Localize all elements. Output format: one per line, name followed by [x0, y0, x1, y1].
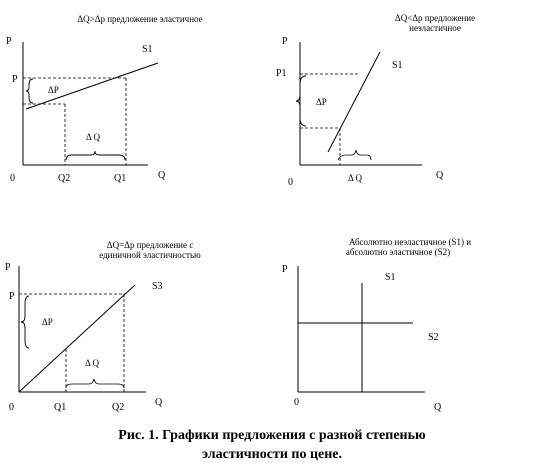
x-axis-label: Q — [158, 170, 166, 181]
panel-unit-elastic: ΔQ=Δp предложение с единичной эластичнос… — [5, 240, 201, 413]
supply-curve — [18, 284, 136, 393]
dp-label: ΔP — [42, 317, 53, 327]
dq-brace — [65, 150, 126, 161]
q2-label: Q2 — [58, 173, 70, 184]
y-axis-label: P — [6, 36, 12, 47]
price-label: P — [9, 291, 15, 302]
origin-label: 0 — [288, 177, 293, 188]
figure-caption-line1: Рис. 1. Графики предложения с разной сте… — [118, 428, 426, 443]
panel-title: ΔQ>Δp предложение эластичное — [77, 14, 202, 24]
dq-label: Δ Q — [348, 173, 363, 183]
panel-title-line2: абсолютно эластичное (S2) — [346, 247, 450, 257]
y-axis-label: P — [282, 264, 288, 275]
panel-elastic: ΔQ>Δp предложение эластичное P Q 0 S1 P … — [6, 14, 203, 184]
dq-brace — [337, 149, 372, 161]
y-axis-label: P — [282, 36, 288, 47]
panel-perfect-elasticity: Абсолютно неэластичное (S1) и абсолютно … — [282, 237, 471, 413]
s2-label: S2 — [428, 332, 439, 343]
price-label: P — [12, 74, 18, 85]
panel-inelastic: ΔQ<Δp предложение неэластичное P Q 0 S1 … — [276, 13, 475, 188]
panel-title-line1: ΔQ=Δp предложение с — [107, 240, 193, 250]
q1-label: Q1 — [54, 402, 66, 413]
dp-brace — [25, 78, 34, 104]
origin-label: 0 — [294, 397, 299, 408]
figure-caption-line2: эластичности по цене. — [201, 447, 343, 462]
price-label: P1 — [276, 68, 287, 79]
s1-label: S1 — [385, 272, 396, 283]
panel-title-line1: ΔQ<Δp предложение — [395, 13, 475, 23]
panel-title-line1: Абсолютно неэластичное (S1) и — [349, 237, 471, 247]
q1-label: Q1 — [114, 173, 126, 184]
dq-label: Δ Q — [85, 358, 100, 368]
dq-brace — [65, 378, 125, 389]
curve-label: S1 — [392, 60, 403, 71]
q2-label: Q2 — [112, 402, 124, 413]
origin-label: 0 — [10, 173, 15, 184]
x-axis-label: Q — [434, 402, 442, 413]
dp-brace — [20, 295, 30, 349]
x-axis-label: Q — [155, 397, 163, 408]
supply-curve — [25, 62, 159, 110]
x-axis-label: Q — [436, 170, 444, 181]
panel-title-line2: единичной эластичностью — [99, 250, 201, 260]
supply-curve — [327, 51, 381, 153]
curve-label: S1 — [142, 44, 153, 55]
origin-label: 0 — [9, 402, 14, 413]
dp-label: ΔP — [316, 97, 327, 107]
y-axis-label: P — [5, 262, 11, 273]
curve-label: S3 — [152, 281, 163, 292]
dp-label: ΔP — [48, 85, 59, 95]
panel-title-line2: неэластичное — [409, 23, 461, 33]
dp-brace — [295, 75, 307, 127]
dq-label: Δ Q — [86, 132, 101, 142]
